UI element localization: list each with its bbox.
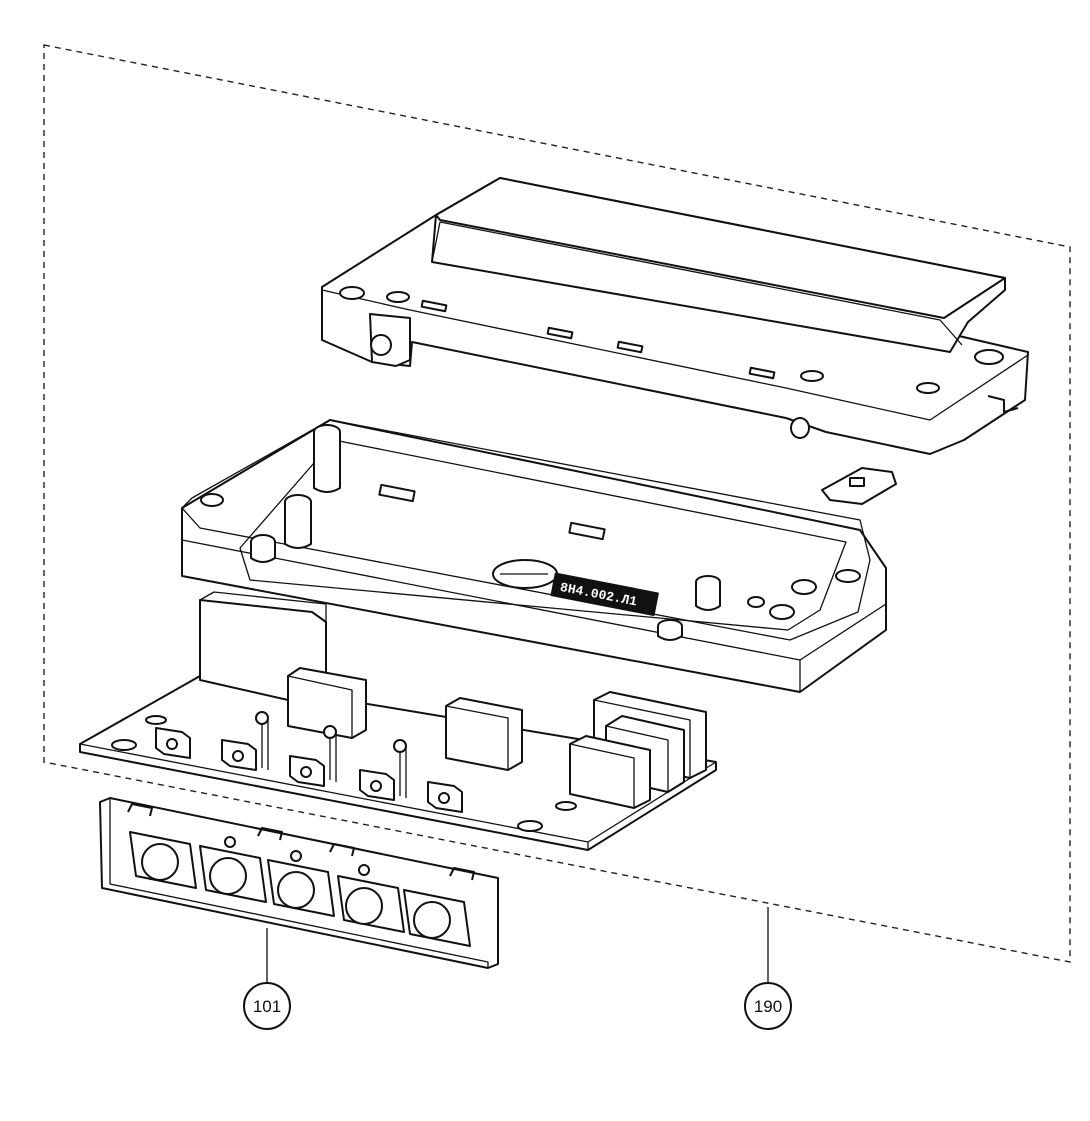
- key-button: [129, 831, 197, 889]
- key-button: [337, 875, 405, 933]
- callout-label-101: 101: [253, 997, 281, 1016]
- pcb-switch: [155, 727, 191, 759]
- key-button: [267, 859, 335, 917]
- callout-label-190: 190: [754, 997, 782, 1016]
- top-cover: [321, 177, 1029, 455]
- pcb-switch: [221, 739, 257, 771]
- retaining-clip: [821, 467, 897, 505]
- callout-190: 190: [744, 907, 792, 1030]
- assembly-boundary-190: [43, 44, 1071, 963]
- keypad-panel: [99, 797, 499, 969]
- pcb-switch: [289, 755, 325, 787]
- housing-tray: 8Н4.002.Л1: [181, 419, 887, 693]
- callout-101: 101: [243, 928, 291, 1030]
- circuit-board: [79, 591, 717, 851]
- key-button: [403, 889, 471, 947]
- key-button: [199, 845, 267, 903]
- pcb-switch: [427, 781, 463, 813]
- pcb-switch: [359, 769, 395, 801]
